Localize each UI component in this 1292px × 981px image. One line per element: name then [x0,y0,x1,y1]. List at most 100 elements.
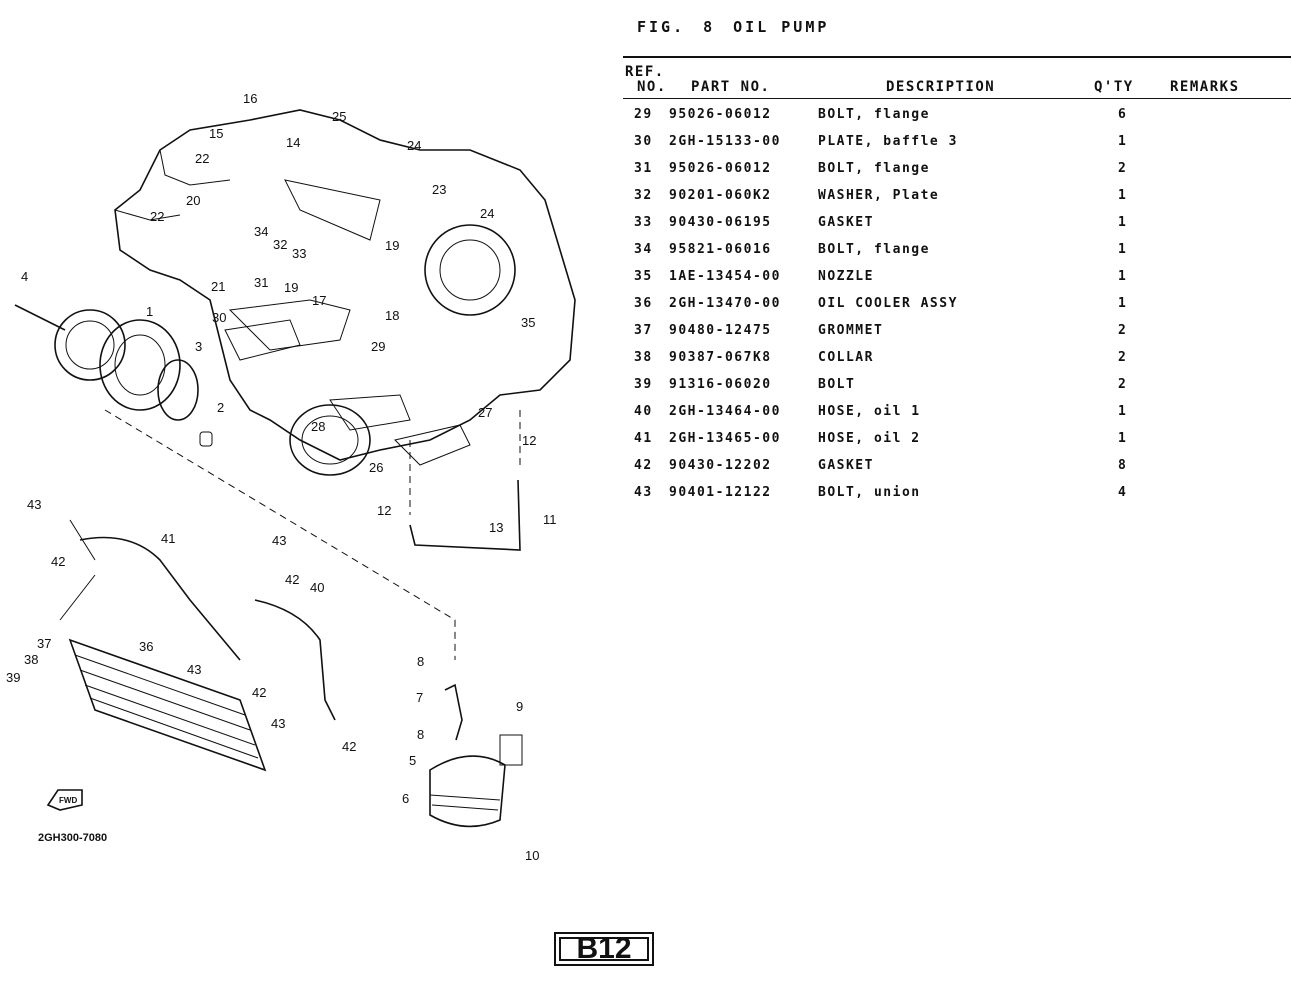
part-part-no: 90480-12475 [669,323,772,338]
callout-24a: 24 [407,138,421,153]
callout-16: 16 [243,91,257,106]
top-rule [623,56,1291,58]
svg-text:FWD: FWD [59,796,77,805]
part-ref: 41 [634,431,653,446]
callout-21: 21 [211,279,225,294]
part-part-no: 95026-06012 [669,107,772,122]
part-part-no: 2GH-13470-00 [669,296,781,311]
part-description: GROMMET [818,323,884,338]
header-description: DESCRIPTION [886,79,996,95]
callout-42b: 42 [285,572,299,587]
callout-27: 27 [478,405,492,420]
callout-3: 3 [195,339,202,354]
callout-38: 38 [24,652,38,667]
callout-10: 10 [525,848,539,863]
part-qty: 1 [1118,242,1128,257]
exploded-parts-diagram: 1 2 3 4 5 6 7 8 8 9 10 11 12 12 13 14 15… [6,91,576,863]
part-ref: 36 [634,296,653,311]
part-ref: 29 [634,107,653,122]
callout-9: 9 [516,699,523,714]
part-ref: 30 [634,134,653,149]
part-ref: 40 [634,404,653,419]
part-part-no: 91316-06020 [669,377,772,392]
part-part-no: 95026-06012 [669,161,772,176]
callout-19b: 19 [284,280,298,295]
callout-5: 5 [409,753,416,768]
callout-24b: 24 [480,206,494,221]
part-description: GASKET [818,458,874,473]
part-qty: 1 [1118,188,1128,203]
part-part-no: 2GH-13464-00 [669,404,781,419]
part-part-no: 90430-06195 [669,215,772,230]
part-ref: 34 [634,242,653,257]
part-qty: 8 [1118,458,1128,473]
callout-32: 32 [273,237,287,252]
part-qty: 2 [1118,323,1128,338]
header-qty: Q'TY [1094,79,1134,95]
part-qty: 2 [1118,377,1128,392]
header-part-no: PART NO. [691,79,771,95]
callout-7: 7 [416,690,423,705]
part-part-no: 2GH-13465-00 [669,431,781,446]
part-part-no: 1AE-13454-00 [669,269,781,284]
header-rule [623,98,1291,99]
crankcase-drawing [114,109,576,476]
callout-26: 26 [369,460,383,475]
part-qty: 1 [1118,215,1128,230]
oil-cooler-drawing [68,479,521,772]
oil-pump-drawing [14,304,213,447]
part-ref: 42 [634,458,653,473]
header-remarks: REMARKS [1170,79,1240,95]
callout-1: 1 [146,304,153,319]
callout-43a: 43 [27,497,41,512]
callout-29: 29 [371,339,385,354]
figure-label: FIG. [637,18,686,36]
part-part-no: 90430-12202 [669,458,772,473]
part-part-no: 90387-067K8 [669,350,772,365]
part-ref: 37 [634,323,653,338]
callout-41: 41 [161,531,175,546]
callout-14: 14 [286,135,300,150]
callout-35: 35 [521,315,535,330]
part-ref: 31 [634,161,653,176]
callout-19a: 19 [385,238,399,253]
part-description: BOLT [818,377,856,392]
callout-33: 33 [292,246,306,261]
callout-36: 36 [139,639,153,654]
part-part-no: 2GH-15133-00 [669,134,781,149]
part-ref: 32 [634,188,653,203]
part-description: HOSE, oil 2 [818,431,921,446]
part-qty: 1 [1118,296,1128,311]
callout-15: 15 [209,126,223,141]
part-description: OIL COOLER ASSY [818,296,958,311]
callout-18: 18 [385,308,399,323]
header-ref-line2: NO. [637,79,667,95]
part-qty: 2 [1118,350,1128,365]
page-badge: B12 [554,932,654,966]
part-description: WASHER, Plate [818,188,940,203]
callout-12b: 12 [377,503,391,518]
figure-name: OIL PUMP [733,18,830,36]
part-qty: 6 [1118,107,1128,122]
part-description: PLATE, baffle 3 [818,134,958,149]
part-part-no: 95821-06016 [669,242,772,257]
part-description: BOLT, flange [818,161,930,176]
part-qty: 2 [1118,161,1128,176]
part-ref: 39 [634,377,653,392]
callout-8b: 8 [417,727,424,742]
callout-31: 31 [254,275,268,290]
leader-lines [59,409,521,660]
part-description: GASKET [818,215,874,230]
callout-8a: 8 [417,654,424,669]
part-ref: 35 [634,269,653,284]
callout-22a: 22 [195,151,209,166]
part-qty: 1 [1118,404,1128,419]
part-description: COLLAR [818,350,874,365]
callout-42a: 42 [51,554,65,569]
part-qty: 1 [1118,431,1128,446]
callout-39: 39 [6,670,20,685]
callout-22b: 22 [150,209,164,224]
oil-strainer-drawing [429,683,523,828]
part-qty: 1 [1118,134,1128,149]
